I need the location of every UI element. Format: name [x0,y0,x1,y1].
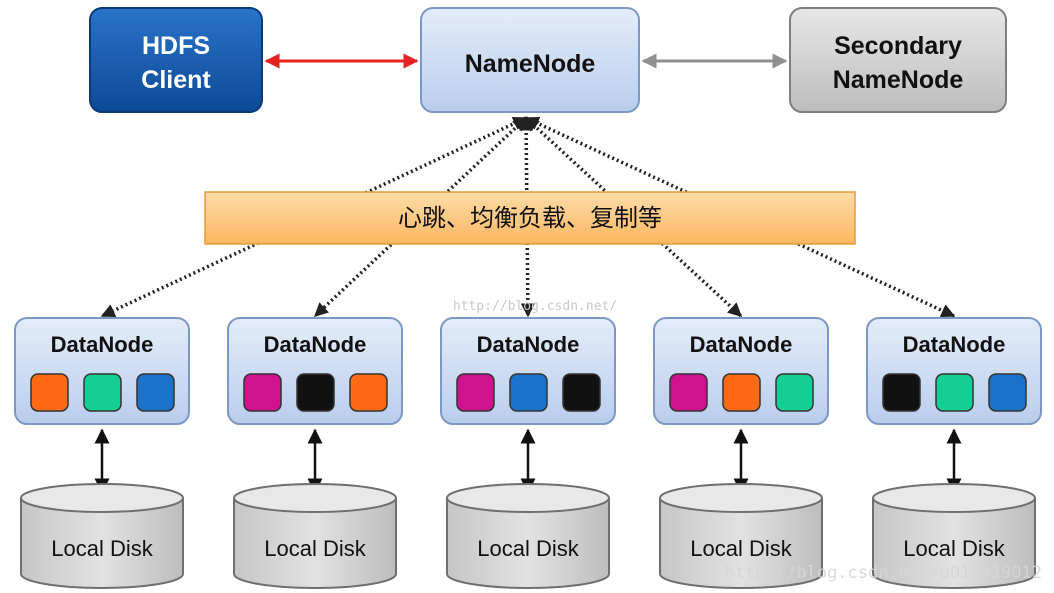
data-block-magenta [669,373,708,412]
local-disk-label: Local Disk [264,536,366,561]
data-block-magenta [456,373,495,412]
data-block-green [935,373,974,412]
data-block-green [83,373,122,412]
datanode-box: DataNode [440,317,616,425]
namenode-label: NameNode [465,50,596,78]
datanode-label: DataNode [264,332,367,357]
data-block-blue [136,373,175,412]
local-disk: Local Disk [446,483,610,589]
heartbeat-balance-replication-bar: 心跳、均衡负载、复制等 [204,191,856,245]
datanode-box: DataNode [866,317,1042,425]
data-block-blue [988,373,1027,412]
data-block-black [882,373,921,412]
local-disk-label: Local Disk [51,536,153,561]
local-disk: Local Disk [659,483,823,589]
datanode-box: DataNode [653,317,829,425]
heartbeat-line-2 [313,116,528,318]
local-disk: Local Disk [872,483,1036,589]
secondary-namenode-label-line2: NameNode [833,66,964,94]
local-disk: Local Disk [20,483,184,589]
data-block-orange [722,373,761,412]
data-block-green [775,373,814,412]
namenode-box: NameNode [420,7,640,113]
datanode-label: DataNode [690,332,793,357]
local-disk-label: Local Disk [477,536,579,561]
data-block-blue [509,373,548,412]
data-block-orange [349,373,388,412]
datanode-label: DataNode [477,332,580,357]
hdfs-client-label-line1: HDFS [142,32,210,60]
datanode-box: DataNode [227,317,403,425]
data-block-black [296,373,335,412]
data-block-black [562,373,601,412]
local-disk: Local Disk [233,483,397,589]
local-disk-label: Local Disk [903,536,1005,561]
datanode-label: DataNode [903,332,1006,357]
heartbeat-bar-label: 心跳、均衡负载、复制等 [398,204,662,232]
watermark-bottom: http://blog.csdn.net/u014419012 [725,563,1042,583]
data-block-orange [30,373,69,412]
datanode-box: DataNode [14,317,190,425]
secondary-namenode-label-line1: Secondary [834,32,962,60]
datanode-label: DataNode [51,332,154,357]
hdfs-client-label-line2: Client [141,66,211,94]
secondary-namenode-box: Secondary NameNode [789,7,1007,113]
data-block-magenta [243,373,282,412]
hdfs-client-box: HDFS Client [89,7,263,113]
local-disk-label: Local Disk [690,536,792,561]
watermark-center: http://blog.csdn.net/ [453,299,617,314]
